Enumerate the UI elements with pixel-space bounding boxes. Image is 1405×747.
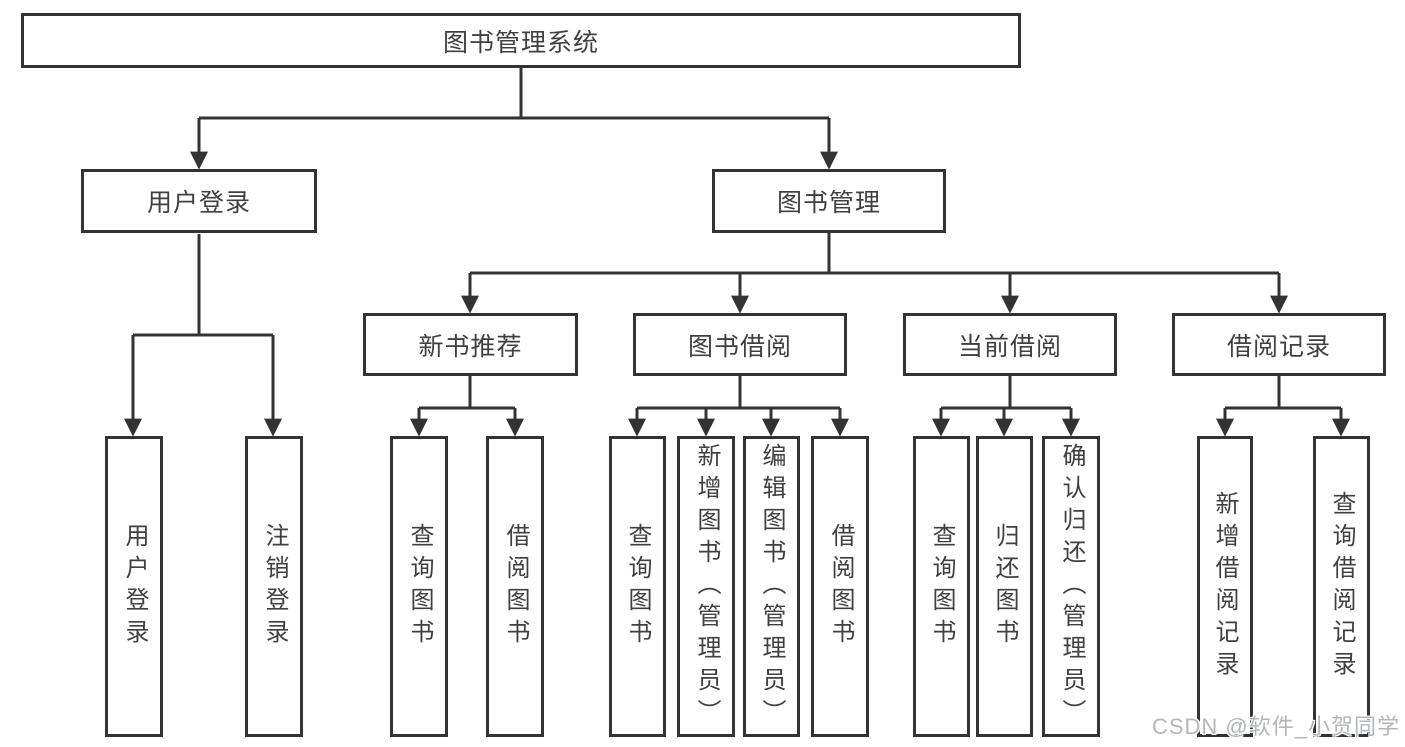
connector-current-borrow-split [941,376,1071,410]
node-user-login: 用户登录 [81,169,317,233]
node-book-management: 图书管理 [712,169,946,233]
connector-borrow-records-split [1225,376,1341,410]
connector-book-management-split [470,233,1279,275]
node-book-borrow: 图书借阅 [633,313,847,376]
leaf-bb-edit-books-admin: 编辑图书（管理员） [743,436,800,737]
node-new-book-recommend: 新书推荐 [363,313,578,376]
leaf-bb-borrow-books: 借阅图书 [811,436,869,737]
connector-new-book-split [419,376,515,410]
leaf-cb-confirm-return-admin: 确认归还（管理员） [1042,436,1100,737]
node-library-system-root: 图书管理系统 [21,13,1021,68]
leaf-cb-return-books: 归还图书 [976,436,1033,737]
leaf-user-login: 用户登录 [105,436,163,737]
leaf-bb-query-books: 查询图书 [609,436,666,737]
leaf-logout: 注销登录 [245,436,303,737]
connector-user-login-split [133,234,273,337]
leaf-nb-borrow-books: 借阅图书 [486,436,544,737]
leaf-cb-query-books: 查询图书 [913,436,970,737]
node-borrow-records: 借阅记录 [1172,313,1386,376]
connector-root-split [199,68,829,120]
leaf-nb-query-books: 查询图书 [390,436,448,737]
leaf-br-add-record: 新增借阅记录 [1197,436,1253,737]
node-current-borrow: 当前借阅 [903,313,1117,376]
watermark: CSDN @软件_小贺同学 [1151,714,1400,739]
leaf-br-query-record: 查询借阅记录 [1313,436,1370,737]
leaf-bb-add-books-admin: 新增图书（管理员） [677,436,735,737]
connector-book-borrow-split [637,376,840,410]
